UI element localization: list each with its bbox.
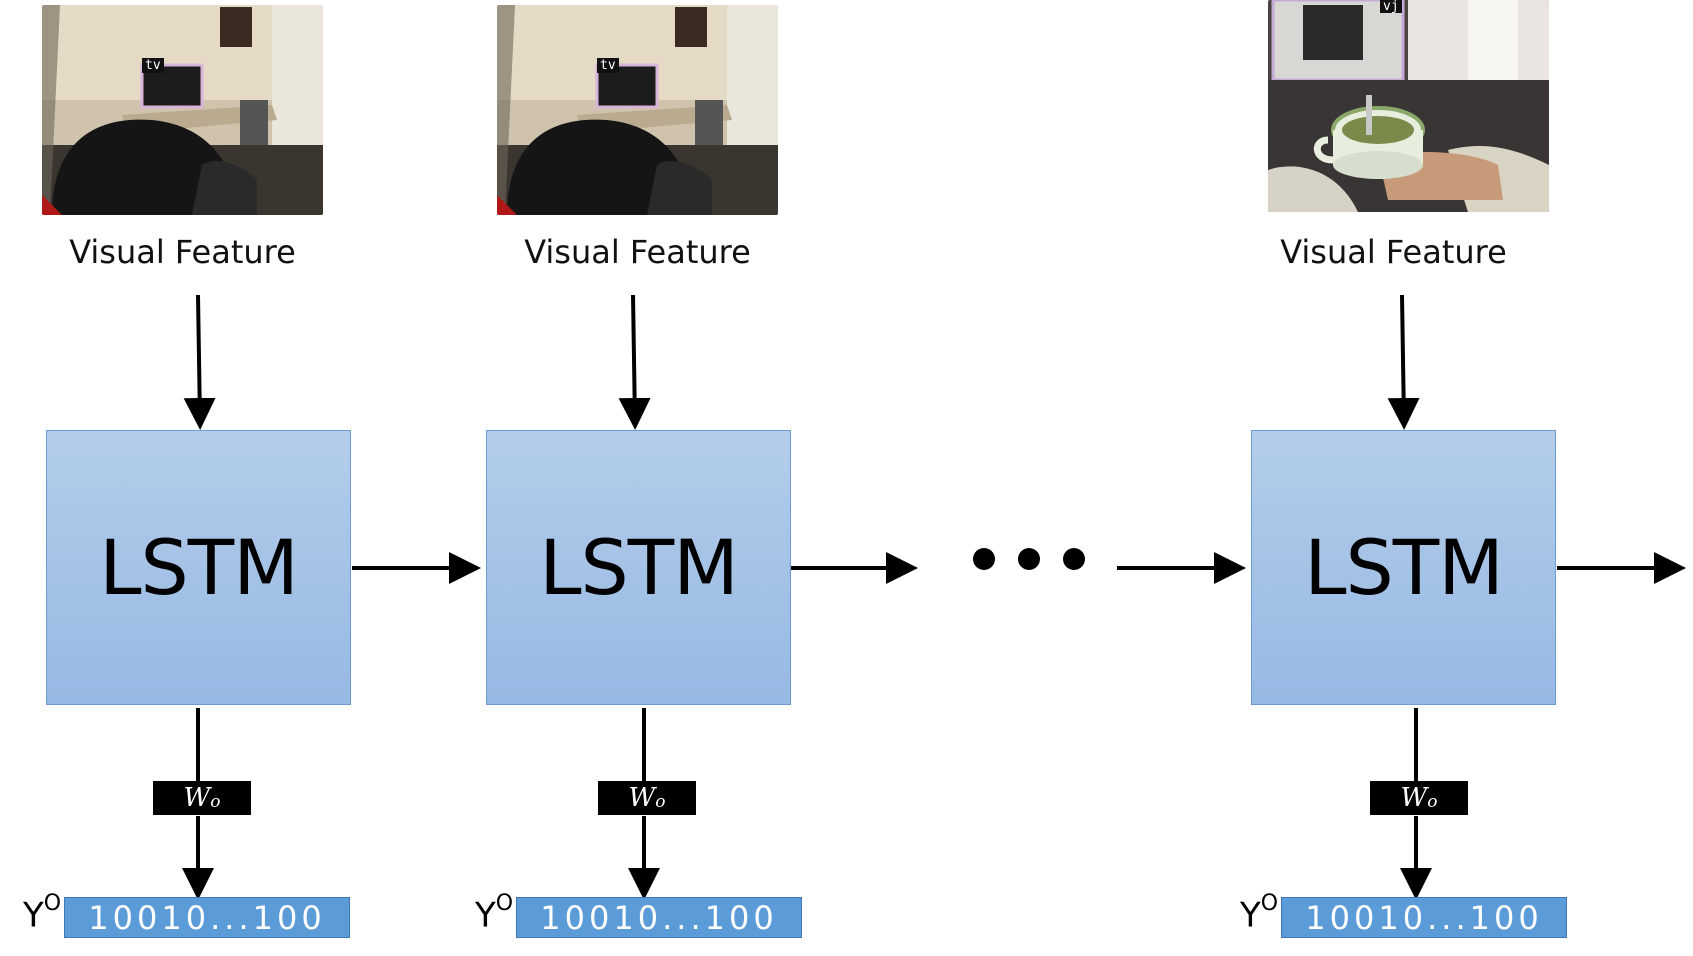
ellipsis-dot-1 xyxy=(973,548,995,570)
visual-feature-caption-1: Visual Feature xyxy=(69,233,296,271)
ellipsis-dot-3 xyxy=(1063,548,1085,570)
lstm-label-3: LSTM xyxy=(1304,523,1504,612)
weight-symbol: W xyxy=(628,783,656,813)
room-scene-image xyxy=(497,5,778,215)
video-frame-2: tv xyxy=(497,5,778,215)
weight-subscript: o xyxy=(655,792,666,812)
output-symbol: Y xyxy=(1240,895,1261,936)
lstm-label-1: LSTM xyxy=(99,523,299,612)
hand-cup-scene-image xyxy=(1268,0,1549,212)
output-vector-2: 10010...100 xyxy=(516,897,802,938)
weight-subscript: o xyxy=(1427,792,1438,812)
input-arrow-2 xyxy=(618,294,651,430)
output-superscript: O xyxy=(43,891,62,916)
video-frame-1: tv xyxy=(42,5,323,215)
weight-symbol: W xyxy=(183,783,211,813)
detection-label-3: vj xyxy=(1380,0,1402,13)
output-label-2: YO xyxy=(475,891,513,936)
input-arrow-3 xyxy=(1387,294,1420,430)
output-label-3: YO xyxy=(1240,891,1278,936)
lstm-cell-2: LSTM xyxy=(486,430,791,705)
ellipsis-dot-2 xyxy=(1018,548,1040,570)
output-symbol: Y xyxy=(23,895,44,936)
weight-symbol: W xyxy=(1400,783,1428,813)
output-vector-3: 10010...100 xyxy=(1281,897,1567,938)
lstm-cell-1: LSTM xyxy=(46,430,351,705)
detection-label-2: tv xyxy=(597,58,619,73)
video-frame-3: vj xyxy=(1268,0,1549,212)
weight-subscript: o xyxy=(210,792,221,812)
room-scene-image xyxy=(42,5,323,215)
lstm-label-2: LSTM xyxy=(539,523,739,612)
output-vector-1: 10010...100 xyxy=(64,897,350,938)
output-label-1: YO xyxy=(23,891,61,936)
visual-feature-caption-3: Visual Feature xyxy=(1280,233,1507,271)
lstm-cell-3: LSTM xyxy=(1251,430,1556,705)
output-symbol: Y xyxy=(475,895,496,936)
visual-feature-caption-2: Visual Feature xyxy=(524,233,751,271)
input-arrow-1 xyxy=(183,294,216,430)
output-superscript: O xyxy=(495,891,514,916)
detection-label-1: tv xyxy=(142,58,164,73)
output-superscript: O xyxy=(1260,891,1279,916)
